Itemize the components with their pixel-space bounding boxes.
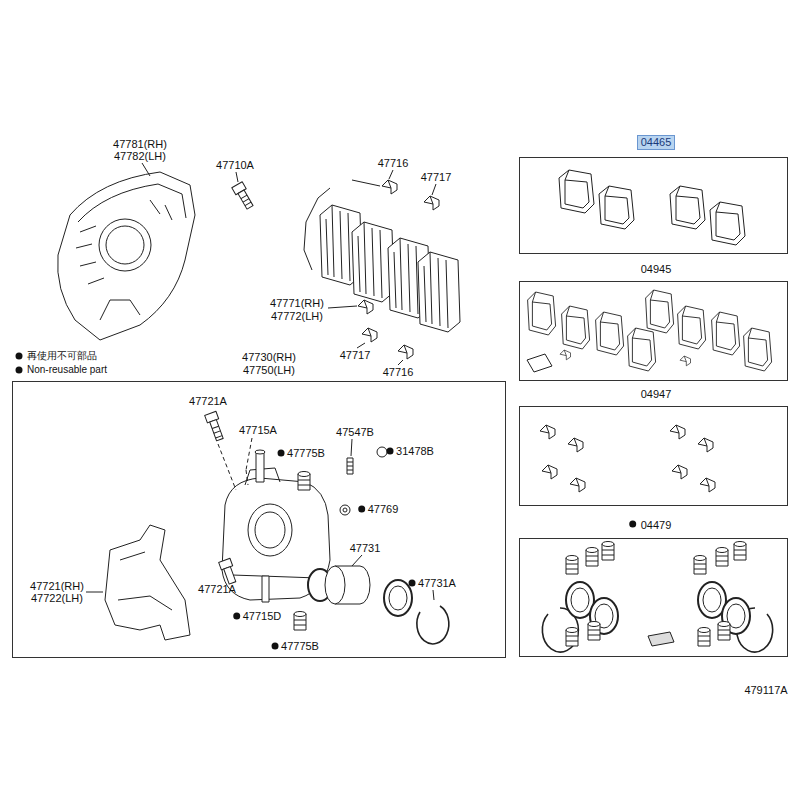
non-reusable-mark	[278, 450, 285, 457]
non-reusable-mark	[387, 448, 394, 455]
part-number-heading: 04479	[641, 519, 672, 532]
non-reusable-mark	[409, 580, 416, 587]
part-number-heading: 04465	[637, 135, 676, 150]
legend-symbol	[16, 367, 23, 374]
clip-kit	[540, 425, 715, 492]
callout-number: 479117A	[744, 684, 787, 697]
legend-text: 再使用不可部品	[27, 350, 97, 362]
callout-number: 47547B	[336, 426, 374, 439]
callout-number: 47715A	[239, 424, 277, 437]
kit-box: 04465	[519, 157, 788, 254]
callout-number: 47781(RH)	[113, 138, 167, 151]
callout-number: 47717	[421, 171, 452, 184]
callout-number: 47722(LH)	[31, 592, 83, 605]
callout-number: 47721(RH)	[30, 580, 84, 593]
callout-number: 47717	[340, 349, 371, 362]
callout-number: 47716	[378, 157, 409, 170]
pad-kit	[559, 170, 745, 245]
caliper-assembly	[86, 411, 449, 644]
legend-symbol	[16, 353, 23, 360]
callout-number: 47731A	[418, 577, 456, 590]
callout-number: 47775B	[281, 640, 319, 653]
part-number-heading: 47730(RH) 47750(LH)	[238, 351, 300, 377]
non-reusable-mark	[233, 613, 240, 620]
bolt	[232, 182, 255, 211]
callout-number: 31478B	[396, 445, 434, 458]
kit-box: 04947	[519, 406, 788, 506]
callout-number: 47775B	[287, 447, 325, 460]
callout-number: 47710A	[216, 159, 254, 172]
callout-number: 47772(LH)	[271, 310, 323, 323]
callout-number: 47715D	[243, 610, 282, 623]
non-reusable-mark	[272, 643, 279, 650]
kit-box: 04945	[519, 281, 788, 381]
part-number-heading: 04947	[641, 388, 672, 401]
part-number-heading: 04945	[641, 263, 672, 276]
pad-set	[304, 170, 460, 365]
dust-shield	[58, 163, 195, 340]
non-reusable-mark	[358, 506, 365, 513]
callout-number: 47716	[383, 366, 414, 379]
callout-number: 47731	[350, 542, 381, 555]
non-reusable-mark	[629, 521, 636, 528]
kit-box: 04479	[519, 538, 788, 657]
shim-kit	[527, 290, 772, 372]
callout-number: 47721A	[189, 395, 227, 408]
seal-kit	[542, 542, 772, 652]
callout-number: 47769	[368, 503, 399, 516]
callout-number: 47721A	[198, 583, 236, 596]
legend-text: Non-reusable part	[27, 364, 107, 376]
leader-line	[236, 172, 238, 182]
callout-number: 47782(LH)	[114, 150, 166, 163]
callout-number: 47771(RH)	[270, 297, 324, 310]
